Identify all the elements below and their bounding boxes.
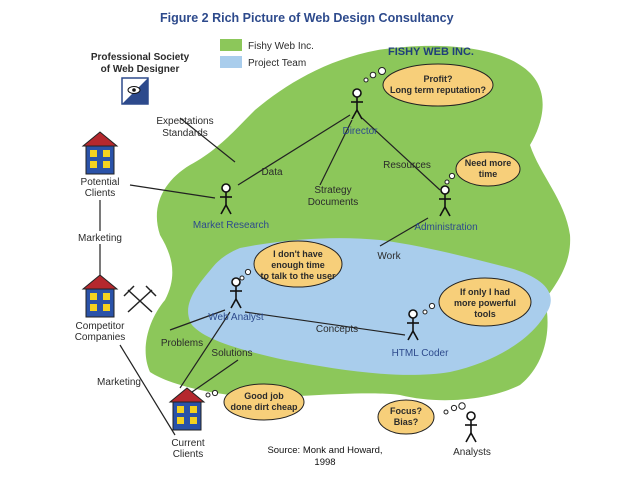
coder-thought-line2: more powerful xyxy=(454,298,516,308)
competitor-line2: Companies xyxy=(75,332,126,343)
marketing-bottom-label: Marketing xyxy=(97,377,141,388)
legend-swatch-project xyxy=(220,56,242,68)
link-concepts: Concepts xyxy=(316,324,358,335)
analyst-thought-line1: I don't have xyxy=(273,249,323,259)
current-clients-line1: Current xyxy=(171,438,205,449)
crossed-swords-icon xyxy=(123,285,157,313)
director-thought-bubble xyxy=(363,63,494,107)
legend-label-project: Project Team xyxy=(248,58,306,69)
analysts-thought-line2: Bias? xyxy=(394,417,419,427)
link-problems: Problems xyxy=(161,338,203,349)
analysts-figure-icon xyxy=(464,411,478,443)
analyst-thought-line3: to talk to the user xyxy=(260,271,336,281)
admin-thought-bubble xyxy=(444,151,521,187)
potential-clients-house-icon xyxy=(82,131,118,175)
competitor-line1: Competitor xyxy=(76,321,126,332)
connector-lines xyxy=(99,114,441,436)
link-solutions: Solutions xyxy=(211,348,252,359)
client-thought-line2: done dirt cheap xyxy=(230,402,298,412)
expectations-label-line2: Standards xyxy=(162,128,208,139)
current-clients-line2: Clients xyxy=(173,449,204,460)
marketing-top-label: Marketing xyxy=(78,233,122,244)
role-analysts: Analysts xyxy=(453,447,491,458)
link-strategy-line2: Documents xyxy=(308,197,359,208)
director-thought-line1: Profit? xyxy=(424,74,453,84)
expectations-label-line1: Expectations xyxy=(156,116,213,127)
director-thought-line2: Long term reputation? xyxy=(390,85,486,95)
admin-thought-line2: time xyxy=(479,169,498,179)
analysts-thought-bubble xyxy=(377,399,466,435)
potential-clients-line2: Clients xyxy=(85,188,116,199)
client-thought-line1: Good job xyxy=(244,391,284,401)
analyst-thought-line2: enough time xyxy=(271,260,325,270)
role-administration: Administration xyxy=(414,222,477,233)
competitor-house-icon xyxy=(82,274,118,318)
coder-thought-line3: tools xyxy=(474,309,496,319)
society-label-line2: of Web Designer xyxy=(101,64,180,75)
coder-thought-bubble xyxy=(422,277,532,327)
marketing-top-bg xyxy=(68,231,130,244)
admin-thought-line1: Need more xyxy=(465,158,512,168)
link-work: Work xyxy=(377,251,401,262)
link-data: Data xyxy=(261,167,283,178)
society-label-line1: Professional Society xyxy=(91,52,190,63)
role-html-coder: HTML Coder xyxy=(392,348,450,359)
fishy-region-label: FISHY WEB INC. xyxy=(388,46,474,58)
society-logo xyxy=(121,77,149,105)
link-resources: Resources xyxy=(383,160,431,171)
source-caption-line2: 1998 xyxy=(314,457,335,468)
potential-clients-line1: Potential xyxy=(81,177,120,188)
role-director: Director xyxy=(342,126,378,137)
source-caption-line1: Source: Monk and Howard, xyxy=(267,445,382,456)
legend-swatch-fishy xyxy=(220,39,242,51)
analyst-thought-bubble xyxy=(239,240,343,288)
current-clients-house-icon xyxy=(169,387,205,431)
role-web-analyst: Web Analyst xyxy=(208,312,264,323)
analysts-thought-line1: Focus? xyxy=(390,406,422,416)
link-strategy-line1: Strategy xyxy=(314,185,351,196)
diagram-title: Figure 2 Rich Picture of Web Design Cons… xyxy=(160,11,454,25)
legend-label-fishy: Fishy Web Inc. xyxy=(248,41,314,52)
role-market-research: Market Research xyxy=(193,220,269,231)
coder-thought-line1: If only I had xyxy=(460,287,510,297)
client-thought-bubble xyxy=(205,383,305,421)
